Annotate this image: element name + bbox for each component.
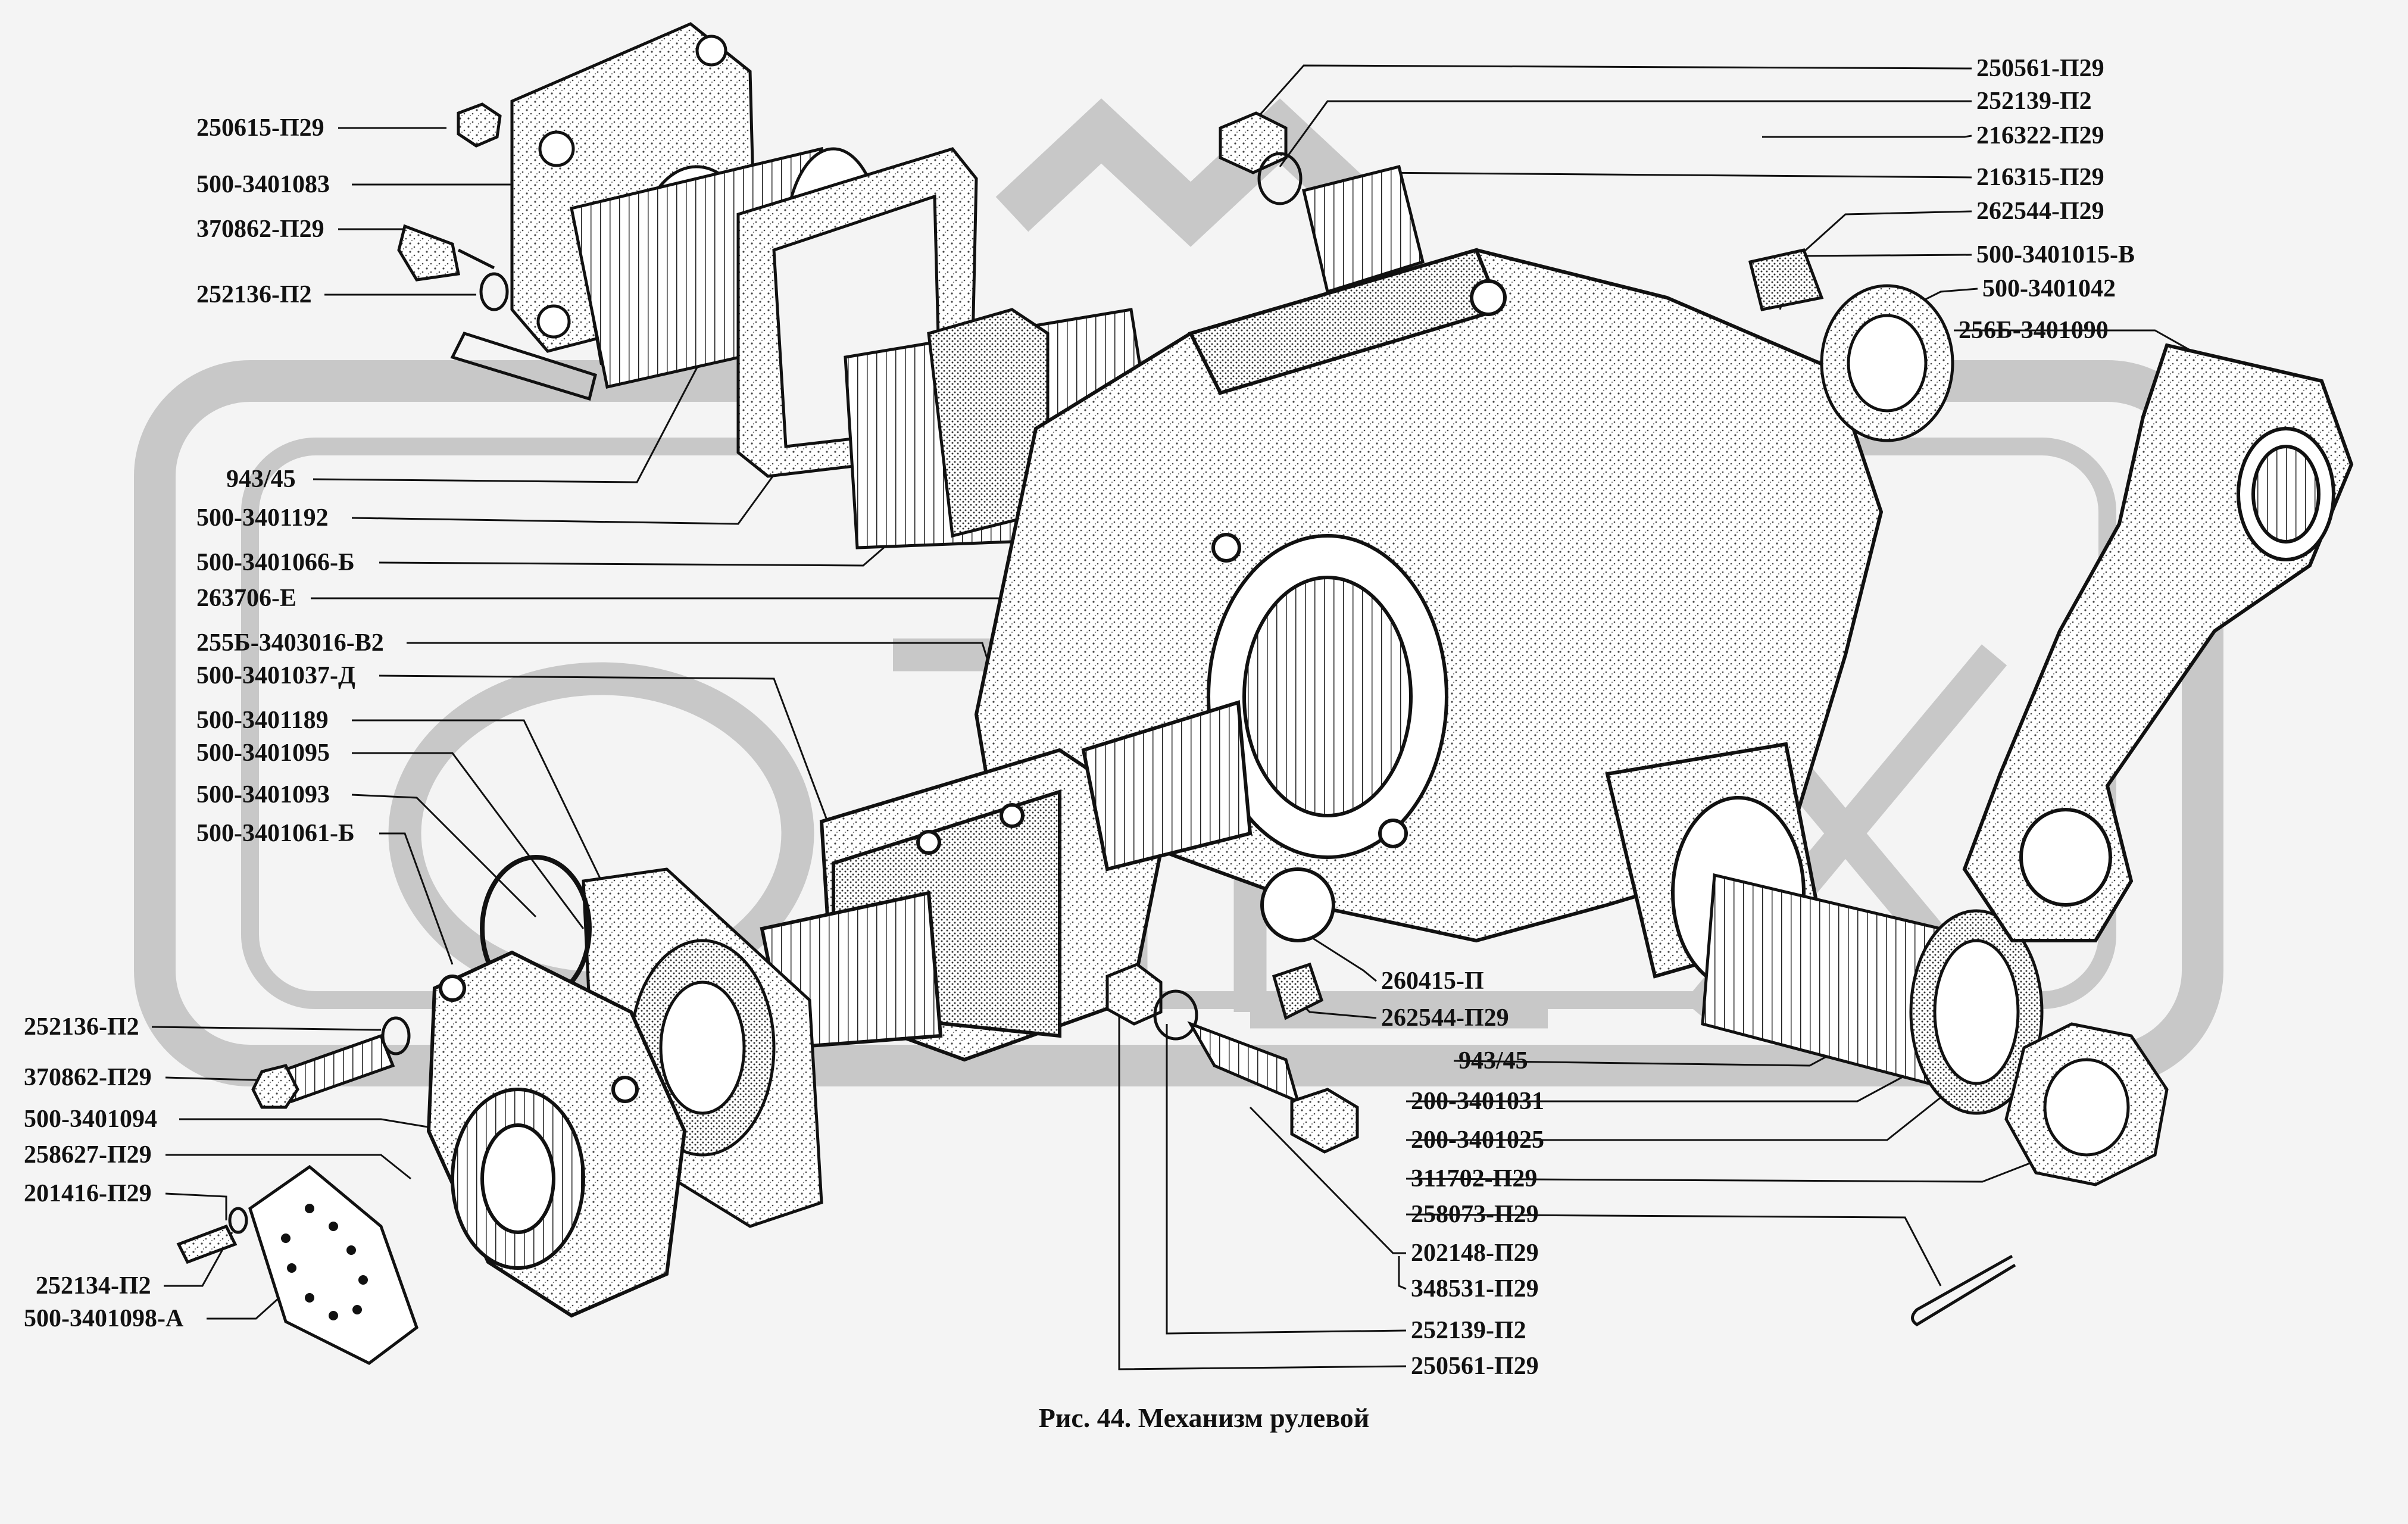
part-label: 500-3401037-Д <box>196 662 355 689</box>
lower-left-fasteners <box>176 102 597 1264</box>
leader-line <box>313 357 704 483</box>
leader-line <box>311 597 1061 644</box>
leader-line <box>207 1291 287 1320</box>
part-label: 500-3401042 <box>1982 275 2116 302</box>
leader-line <box>1249 1106 1406 1254</box>
part-label: 250561-П29 <box>1976 55 2104 82</box>
bottom-center-bolt <box>1105 962 1359 1154</box>
leader-line <box>1118 1012 1407 1370</box>
leader-line <box>165 1076 274 1082</box>
part-label: 216315-П29 <box>1976 164 2104 191</box>
leader-line <box>1406 1213 1942 1286</box>
figure-caption: Рис. 44. Механизм рулевой <box>1038 1403 1370 1433</box>
part-label: 252134-П2 <box>36 1272 151 1300</box>
leader-line <box>1166 1024 1407 1335</box>
part-label: 200-3401031 <box>1411 1088 1544 1115</box>
part-label: 252136-П2 <box>196 281 312 308</box>
leader-line <box>1406 1160 2037 1183</box>
leader-line <box>1762 135 1972 138</box>
part-label: 250561-П29 <box>1411 1353 1539 1380</box>
part-label: 370862-П29 <box>24 1064 152 1091</box>
leader-line <box>379 674 847 870</box>
part-label: 500-3401095 <box>196 739 330 767</box>
part-label: 500-3401192 <box>196 504 329 532</box>
part-label: 500-3401093 <box>196 781 330 808</box>
leader-line <box>351 794 537 918</box>
leader-line <box>1279 100 1972 167</box>
part-label: 943/45 <box>1458 1047 1528 1075</box>
rack-nut-block <box>760 700 1253 1062</box>
part-label: 500-3401066-Б <box>196 549 355 576</box>
part-label: 263706-Е <box>196 585 296 612</box>
part-label: 943/45 <box>226 466 296 493</box>
part-label: 500-3401189 <box>196 707 329 734</box>
part-label: 201416-П29 <box>24 1180 152 1207</box>
sector-shaft <box>1701 873 2044 1115</box>
top-right-fasteners <box>1219 111 1954 442</box>
part-label: 255Б-3403016-В2 <box>196 629 384 657</box>
leader-lines <box>151 64 2203 1370</box>
part-label: 252136-П2 <box>24 1013 139 1041</box>
part-label: 252139-П2 <box>1411 1317 1526 1344</box>
part-label: 500-3401015-В <box>1976 241 2135 268</box>
part-label: 216322-П29 <box>1976 122 2104 149</box>
pitman-arm <box>1962 343 2354 942</box>
leader-line <box>352 719 608 894</box>
part-label: 500-3401061-Б <box>196 820 355 847</box>
leader-line <box>1368 171 1972 197</box>
leader-line <box>151 1026 382 1031</box>
part-label: 258627-П29 <box>24 1141 152 1169</box>
lock-plate <box>248 1164 418 1365</box>
leader-line <box>379 832 454 965</box>
part-label: 311702-П29 <box>1411 1165 1538 1192</box>
part-label: 500-3401083 <box>196 171 330 198</box>
leader-line <box>165 1192 227 1220</box>
part-label: 262544-П29 <box>1381 1004 1509 1032</box>
part-label: 256Б-3401090 <box>1959 317 2109 344</box>
leader-line <box>1255 64 1972 120</box>
leader-line <box>352 752 585 929</box>
part-label: 348531-П29 <box>1411 1275 1539 1303</box>
leader-line <box>1398 1256 1407 1290</box>
leader-line <box>1297 927 1377 982</box>
part-label: 500-3401094 <box>24 1105 157 1133</box>
leader-line <box>1785 210 1972 269</box>
part-label: 370862-П29 <box>196 216 324 243</box>
part-label: 250615-П29 <box>196 114 324 142</box>
part-label: 200-3401025 <box>1411 1126 1544 1154</box>
part-label: 500-3401098-А <box>24 1305 184 1332</box>
leader-line <box>165 1154 411 1180</box>
castle-nut <box>2004 1022 2169 1186</box>
part-label: 258073-П29 <box>1411 1201 1539 1228</box>
lower-cover <box>426 950 687 1318</box>
cotter-pin <box>1911 1254 2016 1326</box>
leader-line <box>179 1118 453 1132</box>
part-label: 252139-П2 <box>1976 88 2092 115</box>
part-label: 260415-П <box>1381 967 1484 995</box>
part-label: 202148-П29 <box>1411 1239 1539 1267</box>
part-label: 262544-П29 <box>1976 198 2104 225</box>
